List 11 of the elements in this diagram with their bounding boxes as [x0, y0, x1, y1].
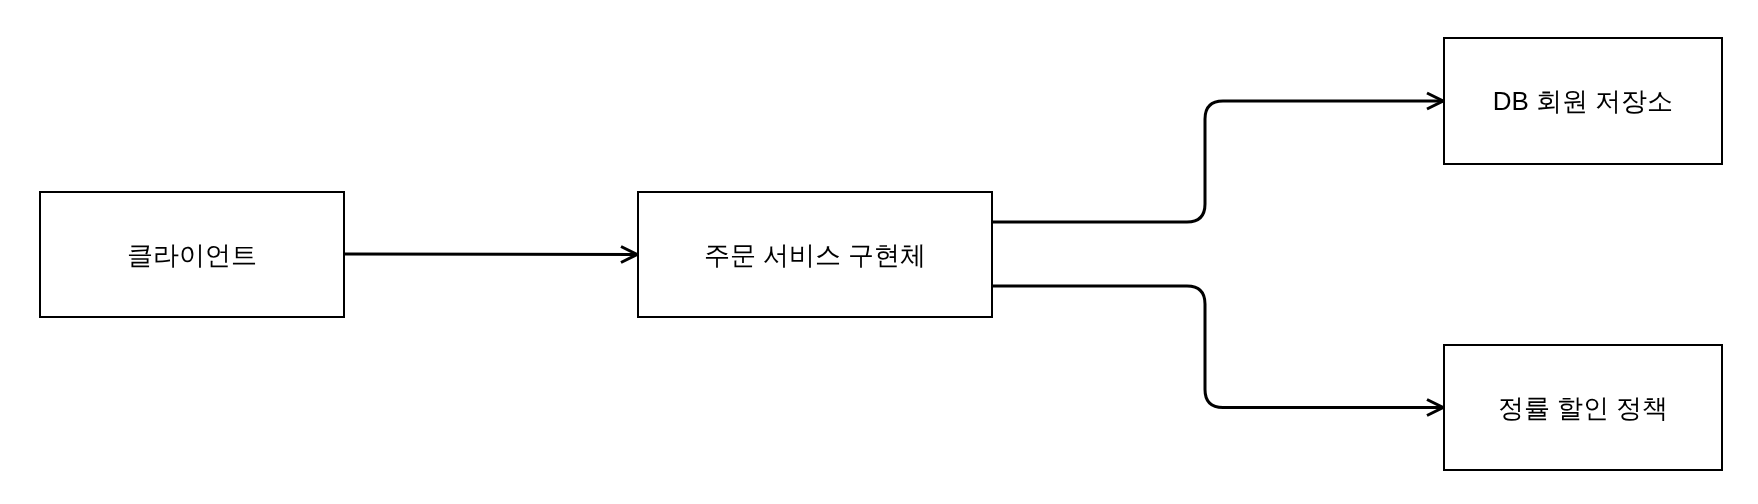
process-box	[1443, 344, 1723, 471]
arrow	[345, 244, 639, 264]
arrow	[993, 91, 1445, 224]
process-box	[39, 191, 345, 318]
node-label: DB 회원 저장소	[1492, 85, 1674, 118]
node-label: 클라이언트	[127, 238, 257, 272]
process-box	[1443, 37, 1723, 165]
node-label: 주문 서비스 구현체	[703, 238, 927, 272]
process-box	[637, 191, 993, 318]
node-label: 정률 할인 정책	[1497, 391, 1669, 425]
arrow	[993, 284, 1445, 417]
